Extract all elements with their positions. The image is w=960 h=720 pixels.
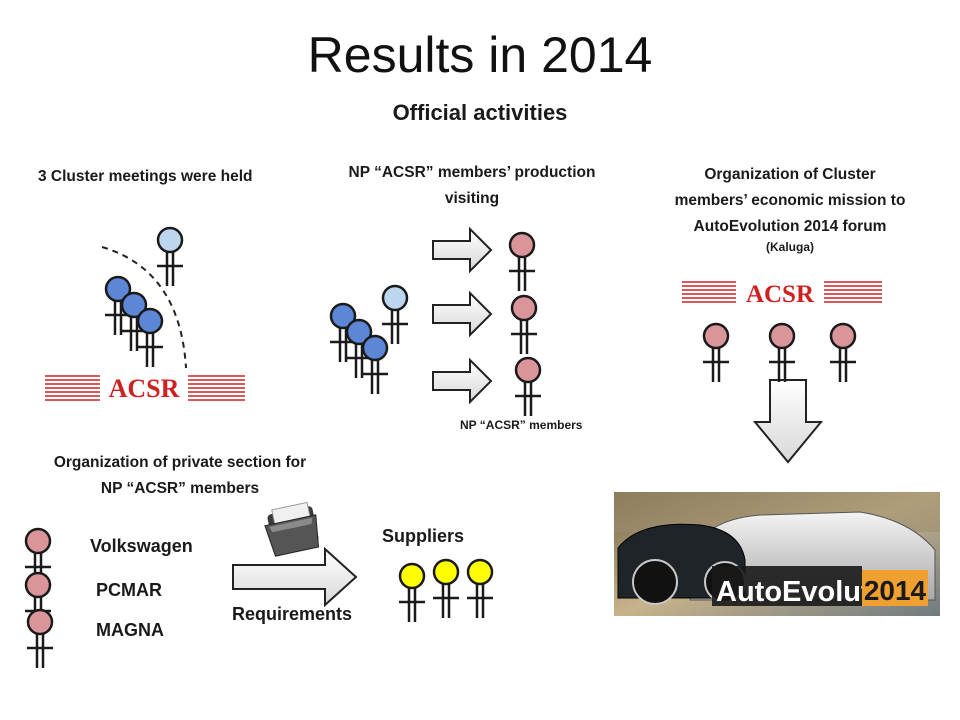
mission-caption-line2: members’ economic mission to: [674, 192, 906, 209]
suppliers-label: Suppliers: [382, 526, 465, 546]
person-supplier-2: [432, 558, 460, 618]
private-caption-line1: Organization of private section for: [53, 454, 307, 471]
visits-caption-line2: visiting: [444, 190, 500, 207]
acsr-logo-right-text: ACSR: [746, 281, 815, 308]
banner-year: 2014: [864, 575, 927, 606]
page-title: Results in 2014: [307, 27, 653, 83]
mission-down-arrow: [752, 379, 824, 464]
meetings-arc: [101, 246, 187, 369]
person-visit-1: [329, 302, 357, 362]
visit-arrow-3: [432, 357, 493, 405]
person-volkswagen: [24, 527, 52, 587]
requirements-arrow: [232, 546, 358, 608]
person-supplier-1: [398, 562, 426, 622]
private-caption-line2: NP “ACSR” members: [100, 480, 260, 497]
mission-caption-line3: AutoEvolution 2014 forum: [693, 218, 887, 235]
acsr-logo-left-text: ACSR: [109, 374, 180, 403]
person-visit-3: [361, 334, 389, 394]
person-meeting-2: [120, 291, 148, 351]
person-meeting-3: [136, 307, 164, 367]
requirements-label: Requirements: [232, 604, 353, 624]
person-mission-1: [702, 322, 730, 382]
company-pcmar: PCMAR: [96, 580, 162, 600]
person-member-1: [508, 231, 536, 291]
people-figures: [24, 226, 857, 668]
person-supplier-3: [466, 558, 494, 618]
members-label: NP “ACSR” members: [460, 418, 583, 432]
visit-arrow-2: [432, 290, 493, 338]
person-magna: [26, 608, 54, 668]
visit-arrow-1: [432, 226, 493, 274]
company-magna: MAGNA: [96, 620, 164, 640]
person-mission-2: [768, 322, 796, 382]
meetings-caption: 3 Cluster meetings were held: [38, 168, 253, 185]
page-subtitle: Official activities: [392, 100, 568, 125]
mission-caption-line1: Organization of Cluster: [704, 166, 876, 183]
person-member-3: [514, 356, 542, 416]
visit-arrows: [432, 226, 493, 405]
autoevolution-banner: AutoEvolution 2014: [614, 492, 940, 616]
person-visit-host: [381, 284, 409, 344]
person-meeting-host: [156, 226, 184, 286]
company-volkswagen: Volkswagen: [90, 536, 193, 556]
person-mission-3: [829, 322, 857, 382]
mission-caption-line4: (Kaluga): [766, 240, 814, 254]
folder-icon: [264, 501, 320, 557]
person-member-2: [510, 294, 538, 354]
acsr-logo-left: ACSR: [45, 374, 245, 403]
visits-caption-line1: NP “ACSR” members’ production: [348, 164, 596, 181]
acsr-logo-right: ACSR: [682, 280, 882, 308]
